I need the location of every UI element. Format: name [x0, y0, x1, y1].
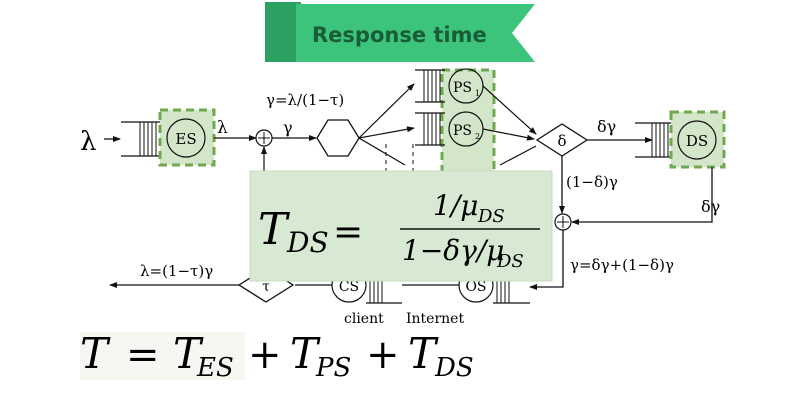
banner-title: Response time [312, 23, 487, 47]
fan-arrow-ps2 [358, 126, 415, 139]
junction2-to-os-arrow [529, 230, 564, 290]
lambda-input-label: λ [80, 127, 96, 157]
total-formula: T = T ES + T PS + T DS [80, 329, 474, 383]
formula-box-bg [249, 170, 553, 282]
sum-junction-2 [554, 213, 572, 231]
lambda-output-label: λ=(1−τ)γ [140, 262, 213, 280]
delta-label: δ [557, 132, 566, 150]
delta-gamma-top-label: δγ [597, 117, 616, 136]
delta-gamma-right-label: δγ [701, 197, 720, 216]
ps1-to-delta-arrow [482, 85, 537, 135]
total-t-ds-sub: DS [434, 353, 474, 383]
es-station: ES [121, 108, 216, 167]
total-formula-highlight [80, 332, 245, 380]
ds-feedback-arrow [571, 167, 713, 225]
es-server-circle [166, 118, 206, 158]
total-t-ps-sub: PS [315, 353, 351, 383]
ps2-subscript: 2 [475, 132, 480, 141]
fan-arrow-ps1 [358, 83, 415, 139]
ps3-to-delta-arrow [499, 145, 537, 166]
total-t-es: T [173, 329, 204, 378]
gamma-equation-label: γ=λ/(1−τ) [266, 91, 344, 109]
total-t: T [80, 329, 111, 378]
os-label: OS [465, 279, 486, 295]
ps2-label: PS [453, 123, 472, 139]
t-ds-formula-box: T DS = 1/μ DS 1−δγ/μ DS [249, 170, 553, 282]
one-minus-delta-gamma-label: (1−δ)γ [566, 173, 618, 191]
es-label: ES [175, 130, 196, 148]
total-plus-1: + [248, 332, 282, 378]
internet-label: Internet [406, 311, 464, 327]
total-t-ps: T [290, 329, 321, 378]
total-t-es-sub: ES [196, 353, 234, 383]
formula-lhs-sub: DS [286, 226, 329, 259]
ps1-label: PS [453, 80, 472, 96]
formula-lhs-t: T [258, 204, 291, 255]
total-eq: = [126, 332, 160, 378]
formula-numerator: 1/μ [433, 189, 478, 222]
formula-denominator-sub: DS [496, 251, 524, 272]
title-banner: Response time [265, 2, 535, 62]
total-plus-2: + [366, 332, 400, 378]
lambda-es-out-label: λ [217, 118, 228, 138]
gamma-sum-label: γ=δγ+(1−δ)γ [570, 256, 674, 274]
tau-label: τ [262, 279, 270, 295]
formula-equals: = [333, 212, 363, 253]
ps1-station: PS 1 [415, 68, 484, 104]
ps2-to-delta-arrow [482, 128, 535, 141]
formula-denominator: 1−δγ/μ [402, 234, 505, 267]
ps1-subscript: 1 [475, 89, 480, 98]
sum-junction-1 [255, 129, 273, 147]
total-t-ds: T [408, 329, 439, 378]
client-label: client [344, 311, 384, 327]
fan-arrow-ps3 [358, 137, 406, 166]
cs-label: CS [339, 279, 359, 295]
ds-station: DS [635, 110, 726, 169]
ds-label: DS [686, 132, 708, 150]
router-hexagon [316, 119, 360, 157]
formula-numerator-sub: DS [477, 206, 505, 227]
gamma-label: γ [283, 118, 293, 137]
es-queue [121, 121, 160, 157]
